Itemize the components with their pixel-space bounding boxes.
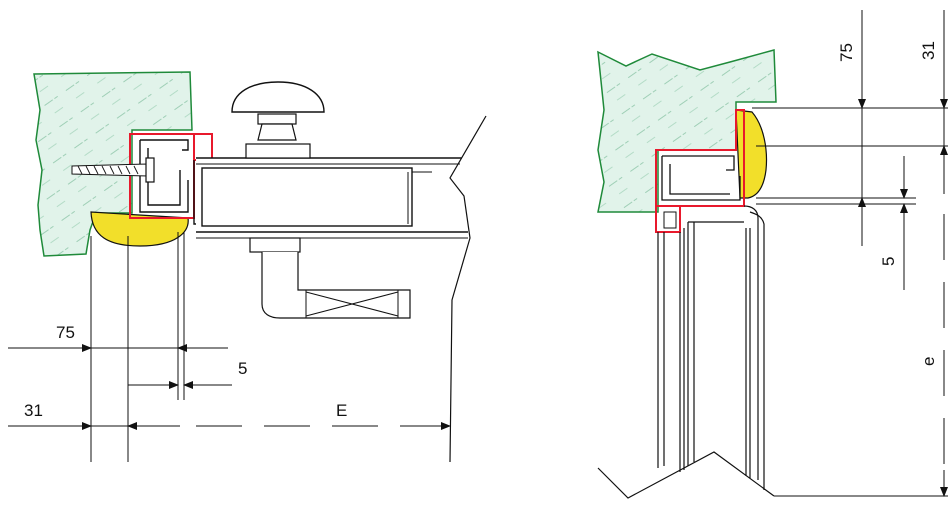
plan-screw	[71, 157, 155, 183]
plan-wall	[33, 71, 193, 257]
section-dim-5: 5	[879, 156, 908, 290]
plan-frame-profile	[139, 139, 200, 225]
section-dim-e-label: e	[919, 357, 938, 366]
plan-dim-5-label: 5	[238, 359, 247, 378]
plan-dim-31-E: 31 E	[8, 401, 451, 430]
section-door-leaf	[597, 205, 775, 499]
section-dim-75: 75	[837, 10, 866, 246]
plan-door-leaf	[196, 115, 487, 463]
plan-dim-5: 5	[128, 359, 247, 389]
plan-dim-75-label: 75	[56, 323, 75, 342]
section-view: 75 5 31 e	[597, 10, 948, 499]
section-dim-31-e: 31 e	[919, 10, 948, 497]
plan-dim-75: 75	[8, 323, 228, 352]
plan-view: 75 5 31 E	[8, 71, 487, 463]
plan-dim-31-label: 31	[24, 401, 43, 420]
section-frame-corner	[655, 205, 681, 233]
section-dim-31-label: 31	[919, 41, 938, 60]
plan-extension-lines	[90, 232, 185, 462]
section-dim-5-label: 5	[879, 257, 898, 266]
plan-lever-handle	[249, 237, 411, 319]
section-reference-lines	[752, 107, 948, 497]
plan-gasket	[90, 211, 189, 247]
plan-dim-E-label: E	[336, 401, 347, 420]
plan-knob	[231, 81, 325, 159]
section-dim-75-label: 75	[837, 43, 856, 62]
section-frame-profile	[661, 155, 741, 201]
plan-frame-corner	[194, 133, 213, 161]
